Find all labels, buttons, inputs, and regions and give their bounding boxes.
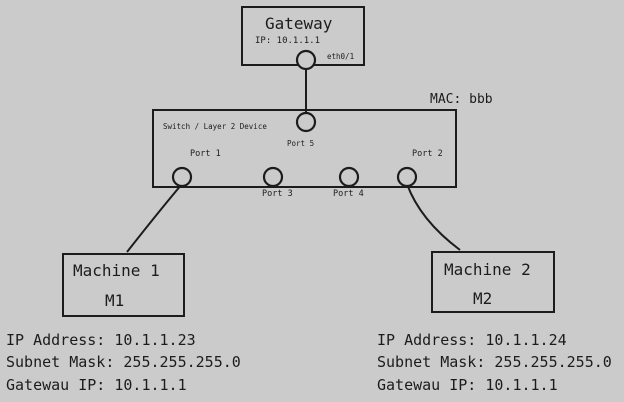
switch-mac-label: MAC: bbb: [430, 92, 493, 107]
port-2: [396, 166, 418, 188]
gateway-eth0-port: [295, 49, 317, 71]
machine-2-short: M2: [473, 289, 493, 308]
port-1: [171, 166, 193, 188]
machine-2-title: Machine 2: [444, 260, 531, 279]
gateway-ip-label: IP: 10.1.1.1: [255, 36, 321, 46]
port-4: [338, 166, 360, 188]
machine-2-ip-address: IP Address: 10.1.1.24: [377, 331, 567, 349]
link-port2-machine2: [406, 183, 461, 251]
machine-2-gateway-ip: Gatewau IP: 10.1.1.1: [377, 376, 558, 394]
gateway-interface-label: eth0/1: [327, 52, 355, 61]
port-1-label: Port 1: [190, 149, 221, 159]
machine-2-box: [431, 251, 555, 313]
port-4-label: Port 4: [333, 189, 364, 199]
port-2-label: Port 2: [412, 149, 443, 159]
port-3-label: Port 3: [262, 189, 293, 199]
port-3: [262, 166, 284, 188]
machine-1-short: M1: [105, 291, 125, 310]
machine-1-gateway-ip: Gatewau IP: 10.1.1.1: [6, 376, 187, 394]
port-5: [295, 111, 317, 133]
machine-1-ip-address: IP Address: 10.1.1.23: [6, 331, 196, 349]
switch-box: [152, 109, 457, 188]
machine-1-title: Machine 1: [73, 261, 160, 280]
link-port1-machine1: [126, 183, 183, 253]
machine-1-subnet-mask: Subnet Mask: 255.255.255.0: [6, 353, 241, 371]
gateway-title: Gateway: [265, 14, 333, 33]
port-5-label: Port 5: [287, 139, 315, 148]
switch-title: Switch / Layer 2 Device: [163, 122, 267, 131]
machine-2-subnet-mask: Subnet Mask: 255.255.255.0: [377, 353, 612, 371]
machine-1-box: [62, 253, 185, 317]
